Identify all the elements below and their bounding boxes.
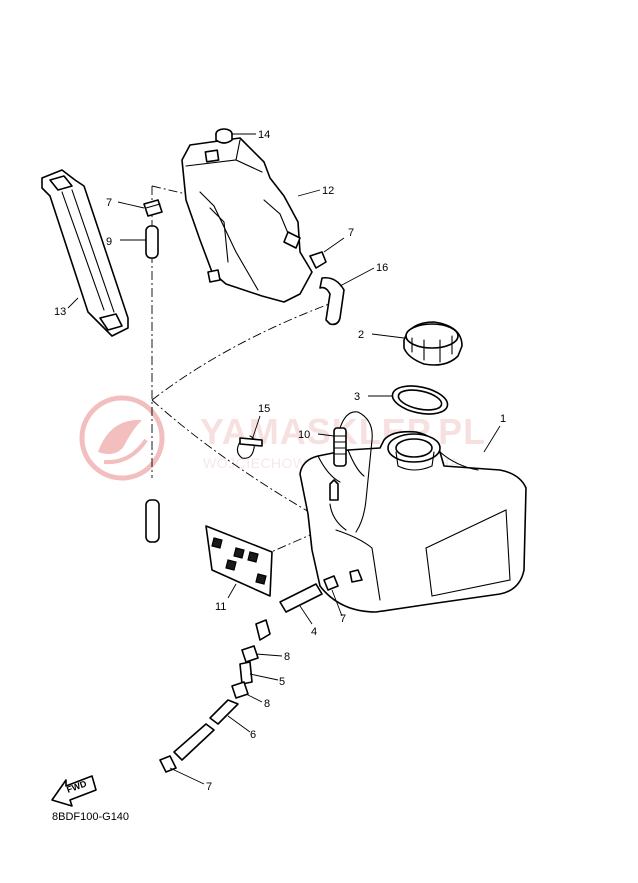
callout-7-upper-left: 7 [106,197,112,209]
part-14-reservoir-cap[interactable] [215,128,233,144]
watermark-logo-mark [98,419,142,454]
part-7-clamp-upper-left[interactable] [143,199,163,217]
part-2-tank-cap[interactable] [403,321,463,366]
callout-16: 16 [376,262,388,274]
callout-7-upper-right: 7 [348,227,354,239]
part-10-breather-pipe[interactable] [333,411,373,533]
part-7-clamp-tank-outlet[interactable] [323,575,339,591]
part-9-hose[interactable] [145,225,159,259]
callout-6: 6 [250,729,256,741]
callout-3: 3 [354,391,360,403]
callout-2: 2 [358,329,364,341]
part-16-hose[interactable] [319,276,345,326]
callout-9: 9 [106,236,112,248]
callout-12: 12 [322,185,334,197]
callout-7-bottom: 7 [206,781,212,793]
hose-lower-left[interactable] [145,499,160,543]
part-1-fuel-tank[interactable] [299,430,527,613]
hose-connector[interactable] [255,619,271,641]
assembly-line-hose [151,299,341,401]
part-8-clamp-lower[interactable] [231,681,249,699]
diagram-code: 8BDF100-G140 [52,811,130,823]
callout-8-upper: 8 [284,651,290,663]
fwd-arrow-icon: FWD [51,775,97,807]
part-3-gasket[interactable] [390,381,450,418]
callout-14: 14 [258,129,270,141]
part-4-hose[interactable] [279,583,323,613]
callout-11: 11 [215,601,226,613]
callout-15: 15 [258,403,270,415]
callout-8-lower: 8 [264,698,270,710]
part-12-reservoir-tank[interactable] [181,137,313,303]
callout-7-tank-outlet: 7 [340,613,346,625]
part-11-plate[interactable] [205,525,273,597]
watermark-logo-ring [79,395,165,481]
part-7-clamp-upper-right[interactable] [309,251,327,269]
leader-lines [67,133,501,785]
callout-10: 10 [298,429,310,441]
assembly-line-top [151,185,187,195]
part-5-filter[interactable] [239,661,253,685]
part-8-clamp-upper[interactable] [241,645,259,663]
callout-4: 4 [311,626,317,638]
callouts: 14 12 7 9 7 16 13 2 3 1 15 10 11 4 7 8 5… [54,129,506,793]
callout-5: 5 [279,676,285,688]
part-7-clamp-bottom[interactable] [159,755,177,773]
callout-1: 1 [500,413,506,425]
callout-13: 13 [54,306,66,318]
watermark-logo-swoosh [103,438,148,465]
part-15-clip[interactable] [236,435,263,459]
part-13-strap[interactable] [41,169,129,337]
part-6-hose[interactable] [173,699,239,761]
